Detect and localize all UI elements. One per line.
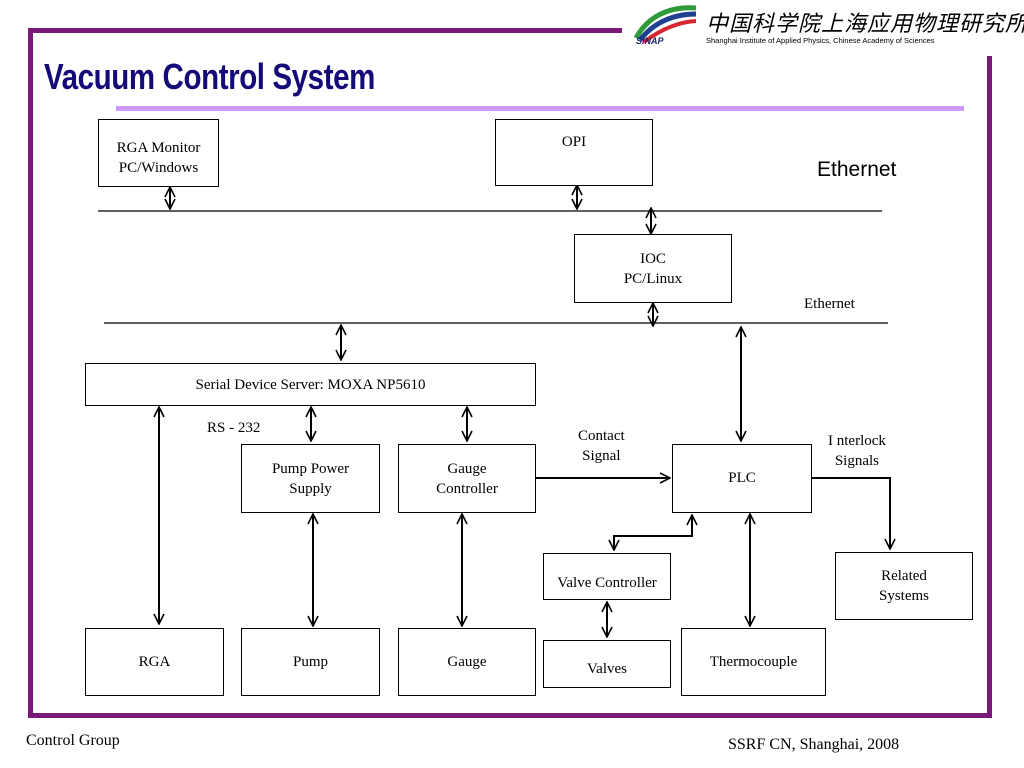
rga-box: RGA bbox=[85, 628, 224, 696]
plc-box: PLC bbox=[672, 444, 812, 513]
opi-box: OPI bbox=[495, 119, 653, 186]
thermocouple-label: Thermocouple bbox=[709, 654, 798, 670]
valves-label: Valves bbox=[587, 661, 627, 677]
ioc-line-1: IOC bbox=[640, 251, 666, 267]
slide-frame bbox=[28, 28, 992, 718]
interlock-signals-line-2: Signals bbox=[834, 453, 880, 469]
plc-label: PLC bbox=[728, 470, 756, 486]
slide-title: Vacuum Control System bbox=[44, 56, 375, 97]
serial-device-server-box: Serial Device Server: MOXA NP5610 bbox=[85, 363, 536, 406]
rga-label: RGA bbox=[138, 654, 171, 670]
gauge-box: Gauge bbox=[398, 628, 536, 696]
title-underline bbox=[116, 106, 964, 111]
pump-power-supply-line-1: Pump Power bbox=[271, 461, 350, 477]
interlock-signals-line-1: I nterlock bbox=[828, 433, 886, 449]
rga-monitor-line-2: PC/Windows bbox=[118, 160, 199, 176]
related-systems-line-2: Systems bbox=[878, 588, 929, 604]
pump-box: Pump bbox=[241, 628, 380, 696]
footer-left: Control Group bbox=[26, 732, 120, 749]
logo-name-cn: 中国科学院上海应用物理研究所 bbox=[706, 12, 1024, 37]
arrow-interlock bbox=[812, 477, 890, 549]
logo-abbr: SINAP bbox=[636, 36, 664, 46]
footer-right: SSRF CN, Shanghai, 2008 bbox=[728, 736, 900, 753]
contact-signal-line-1: Contact bbox=[578, 428, 625, 444]
pump-power-supply-box: Pump Power Supply bbox=[241, 444, 380, 513]
contact-signal-label: Contact Signal bbox=[578, 426, 625, 466]
ethernet-label-top: Ethernet bbox=[817, 158, 897, 181]
gauge-controller-line-2: Controller bbox=[436, 481, 498, 497]
related-systems-line-1: Related bbox=[881, 568, 927, 584]
serial-device-server-label: Serial Device Server: MOXA NP5610 bbox=[195, 377, 426, 393]
ioc-line-2: PC/Linux bbox=[623, 271, 683, 287]
pump-power-supply-line-2: Supply bbox=[289, 481, 332, 497]
thermocouple-box: Thermocouple bbox=[681, 628, 826, 696]
valve-controller-label: Valve Controller bbox=[557, 575, 657, 591]
sinap-logo-icon bbox=[634, 5, 697, 44]
pump-label: Pump bbox=[292, 654, 328, 670]
arrow-plc-valvectrl bbox=[614, 515, 692, 550]
rs232-label: RS - 232 bbox=[207, 420, 261, 436]
rga-monitor-line-1: RGA Monitor bbox=[116, 140, 201, 156]
interlock-signals-label: I nterlock Signals bbox=[828, 431, 886, 471]
valves-box: Valves bbox=[543, 640, 671, 688]
logo-name-en: Shanghai Institute of Applied Physics, C… bbox=[706, 36, 935, 45]
opi-label: OPI bbox=[561, 134, 587, 150]
gauge-controller-box: Gauge Controller bbox=[398, 444, 536, 513]
gauge-label: Gauge bbox=[447, 654, 487, 670]
related-systems-box: Related Systems bbox=[835, 552, 973, 620]
ethernet-label-mid: Ethernet bbox=[804, 296, 855, 312]
rga-monitor-box: RGA Monitor PC/Windows bbox=[98, 119, 219, 187]
ioc-box: IOC PC/Linux bbox=[574, 234, 732, 303]
valve-controller-box: Valve Controller bbox=[543, 553, 671, 600]
gauge-controller-line-1: Gauge bbox=[447, 461, 487, 477]
contact-signal-line-2: Signal bbox=[582, 448, 621, 464]
